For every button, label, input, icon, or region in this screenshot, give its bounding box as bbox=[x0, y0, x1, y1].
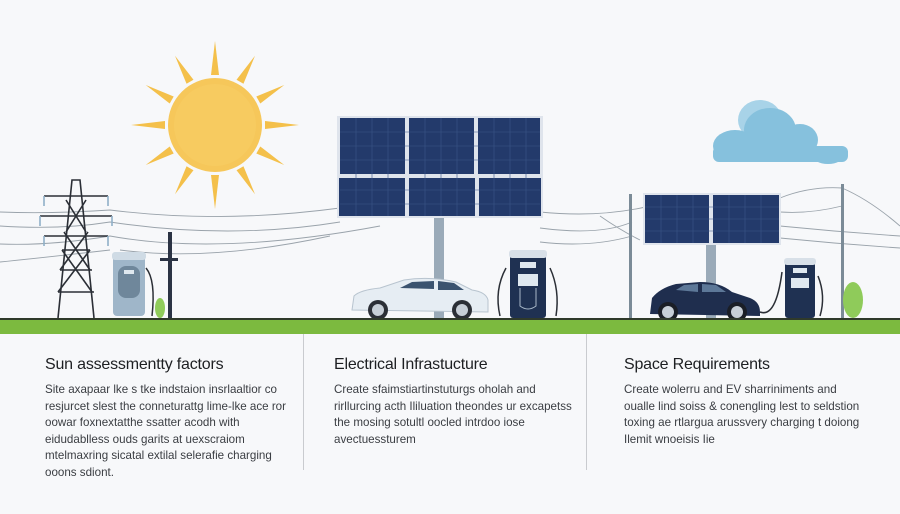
electric-car-white bbox=[351, 277, 489, 320]
ground-strip bbox=[0, 318, 900, 334]
section-divider-2 bbox=[586, 334, 587, 470]
electric-car-navy bbox=[650, 271, 783, 322]
bush bbox=[155, 298, 165, 318]
utility-post-crossbar bbox=[160, 258, 178, 261]
charging-station-left bbox=[112, 252, 154, 317]
section-sun-assessment: Sun assessmentty factors Site axapaar lk… bbox=[45, 356, 295, 496]
tree bbox=[843, 282, 863, 318]
ground-edge bbox=[0, 318, 900, 320]
power-lines bbox=[0, 187, 900, 263]
cloud-icon bbox=[713, 100, 848, 164]
utility-pole-right bbox=[841, 184, 844, 318]
solar-array-main bbox=[337, 116, 543, 318]
section-title: Sun assessmentty factors bbox=[45, 356, 224, 373]
sun-icon bbox=[131, 41, 299, 209]
section-title: Space Requirements bbox=[624, 356, 770, 373]
section-electrical-infrastructure: Electrical Infrastucture Create sfaimsti… bbox=[334, 356, 574, 496]
section-space-requirements: Space Requirements Create wolerru and EV… bbox=[624, 356, 864, 496]
charging-station-right bbox=[784, 258, 824, 318]
solar-array-right bbox=[643, 193, 781, 318]
section-body: Create sfaimstiartinstuturgs oholah and … bbox=[334, 383, 572, 446]
section-title: Electrical Infrastucture bbox=[334, 356, 488, 373]
section-body: Site axapaar lke s tke indstaion insrlaa… bbox=[45, 383, 286, 479]
charging-station-center bbox=[497, 250, 558, 318]
section-body: Create wolerru and EV sharriniments and … bbox=[624, 383, 860, 446]
section-divider-1 bbox=[303, 334, 304, 470]
transmission-tower bbox=[39, 179, 113, 319]
utility-pole bbox=[629, 194, 632, 318]
utility-post bbox=[168, 232, 172, 318]
illustration-scene bbox=[0, 41, 900, 334]
